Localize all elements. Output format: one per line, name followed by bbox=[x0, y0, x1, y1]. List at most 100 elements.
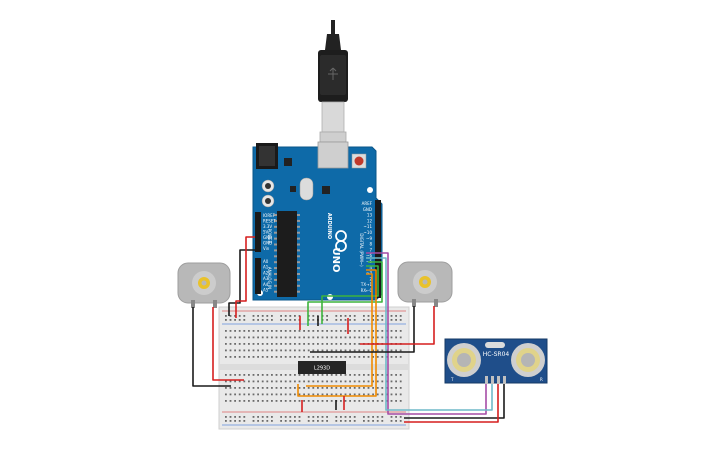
breadboard-hole[interactable] bbox=[271, 343, 273, 345]
breadboard-hole[interactable] bbox=[225, 315, 227, 317]
breadboard-hole[interactable] bbox=[261, 343, 264, 345]
breadboard-hole[interactable] bbox=[340, 315, 342, 317]
breadboard-hole[interactable] bbox=[367, 315, 370, 317]
breadboard-hole[interactable] bbox=[229, 400, 232, 402]
breadboard-hole[interactable] bbox=[234, 319, 236, 321]
breadboard-hole[interactable] bbox=[280, 393, 282, 396]
breadboard-hole[interactable] bbox=[340, 393, 342, 396]
breadboard-hole[interactable] bbox=[294, 416, 296, 418]
breadboard-hole[interactable] bbox=[381, 374, 384, 376]
breadboard-hole[interactable] bbox=[252, 374, 255, 376]
breadboard-hole[interactable] bbox=[234, 387, 236, 389]
breadboard-hole[interactable] bbox=[312, 420, 315, 422]
breadboard-hole[interactable] bbox=[284, 356, 287, 358]
breadboard-hole[interactable] bbox=[395, 400, 397, 402]
breadboard-hole[interactable] bbox=[238, 380, 241, 383]
breadboard-hole[interactable] bbox=[340, 356, 342, 358]
breadboard-hole[interactable] bbox=[340, 349, 342, 352]
breadboard-hole[interactable] bbox=[335, 330, 338, 332]
breadboard-hole[interactable] bbox=[344, 336, 347, 339]
breadboard-hole[interactable] bbox=[229, 315, 232, 317]
breadboard-hole[interactable] bbox=[326, 420, 328, 422]
breadboard-hole[interactable] bbox=[284, 380, 287, 383]
breadboard-hole[interactable] bbox=[363, 315, 365, 317]
breadboard-hole[interactable] bbox=[261, 330, 264, 332]
breadboard-hole[interactable] bbox=[321, 330, 324, 332]
breadboard-hole[interactable] bbox=[321, 393, 324, 396]
reset-button[interactable] bbox=[354, 156, 364, 166]
breadboard-hole[interactable] bbox=[344, 416, 347, 418]
breadboard-hole[interactable] bbox=[298, 393, 301, 396]
breadboard-hole[interactable] bbox=[335, 387, 338, 389]
breadboard-hole[interactable] bbox=[243, 420, 246, 422]
breadboard-hole[interactable] bbox=[229, 416, 232, 418]
arduino-uno-board[interactable]: UNO ARDUINO AREFGND1312~11~10~987~6~54~3… bbox=[252, 141, 383, 301]
breadboard-hole[interactable] bbox=[386, 330, 388, 332]
breadboard-hole[interactable] bbox=[353, 319, 356, 321]
breadboard-hole[interactable] bbox=[261, 387, 264, 389]
breadboard-hole[interactable] bbox=[363, 400, 365, 402]
breadboard-hole[interactable] bbox=[229, 336, 232, 339]
breadboard-hole[interactable] bbox=[330, 380, 333, 383]
breadboard-hole[interactable] bbox=[381, 420, 384, 422]
breadboard-hole[interactable] bbox=[284, 374, 287, 376]
breadboard-hole[interactable] bbox=[261, 400, 264, 402]
breadboard-hole[interactable] bbox=[284, 319, 287, 321]
breadboard-hole[interactable] bbox=[340, 319, 342, 321]
breadboard-hole[interactable] bbox=[372, 336, 374, 339]
breadboard-hole[interactable] bbox=[225, 343, 227, 345]
breadboard-hole[interactable] bbox=[326, 349, 328, 352]
breadboard-hole[interactable] bbox=[381, 330, 384, 332]
breadboard-hole[interactable] bbox=[390, 330, 393, 332]
breadboard-hole[interactable] bbox=[335, 420, 338, 422]
breadboard-hole[interactable] bbox=[381, 356, 384, 358]
breadboard-hole[interactable] bbox=[317, 343, 319, 345]
breadboard-hole[interactable] bbox=[349, 420, 351, 422]
breadboard-hole[interactable] bbox=[289, 420, 292, 422]
breadboard-hole[interactable] bbox=[257, 393, 259, 396]
breadboard-hole[interactable] bbox=[303, 400, 305, 402]
breadboard-hole[interactable] bbox=[257, 416, 259, 418]
breadboard-hole[interactable] bbox=[386, 393, 388, 396]
breadboard-hole[interactable] bbox=[349, 315, 351, 317]
breadboard-hole[interactable] bbox=[340, 374, 342, 376]
breadboard-hole[interactable] bbox=[261, 336, 264, 339]
breadboard-hole[interactable] bbox=[229, 349, 232, 352]
breadboard-hole[interactable] bbox=[395, 420, 397, 422]
breadboard-hole[interactable] bbox=[289, 374, 292, 376]
breadboard-hole[interactable] bbox=[321, 374, 324, 376]
breadboard-hole[interactable] bbox=[326, 400, 328, 402]
breadboard-hole[interactable] bbox=[294, 356, 296, 358]
breadboard-hole[interactable] bbox=[321, 356, 324, 358]
breadboard-hole[interactable] bbox=[363, 380, 365, 383]
breadboard-hole[interactable] bbox=[307, 349, 310, 352]
breadboard-hole[interactable] bbox=[298, 416, 301, 418]
breadboard-hole[interactable] bbox=[229, 319, 232, 321]
breadboard-hole[interactable] bbox=[275, 374, 278, 376]
breadboard-hole[interactable] bbox=[353, 356, 356, 358]
breadboard-hole[interactable] bbox=[381, 393, 384, 396]
breadboard-hole[interactable] bbox=[395, 387, 397, 389]
breadboard-hole[interactable] bbox=[321, 416, 324, 418]
breadboard-hole[interactable] bbox=[294, 393, 296, 396]
breadboard-hole[interactable] bbox=[252, 356, 255, 358]
breadboard-hole[interactable] bbox=[298, 356, 301, 358]
breadboard-hole[interactable] bbox=[252, 330, 255, 332]
breadboard-hole[interactable] bbox=[381, 336, 384, 339]
breadboard-hole[interactable] bbox=[303, 343, 305, 345]
breadboard-hole[interactable] bbox=[344, 380, 347, 383]
breadboard-hole[interactable] bbox=[289, 330, 292, 332]
breadboard-hole[interactable] bbox=[317, 420, 319, 422]
dc-motor-right[interactable] bbox=[397, 261, 453, 307]
breadboard-hole[interactable] bbox=[372, 374, 374, 376]
breadboard-hole[interactable] bbox=[353, 416, 356, 418]
breadboard-hole[interactable] bbox=[238, 356, 241, 358]
breadboard-hole[interactable] bbox=[252, 349, 255, 352]
breadboard-hole[interactable] bbox=[289, 349, 292, 352]
breadboard-hole[interactable] bbox=[340, 420, 342, 422]
breadboard-hole[interactable] bbox=[261, 319, 264, 321]
breadboard-hole[interactable] bbox=[234, 416, 236, 418]
breadboard-hole[interactable] bbox=[261, 315, 264, 317]
breadboard-hole[interactable] bbox=[353, 387, 356, 389]
breadboard-hole[interactable] bbox=[330, 343, 333, 345]
